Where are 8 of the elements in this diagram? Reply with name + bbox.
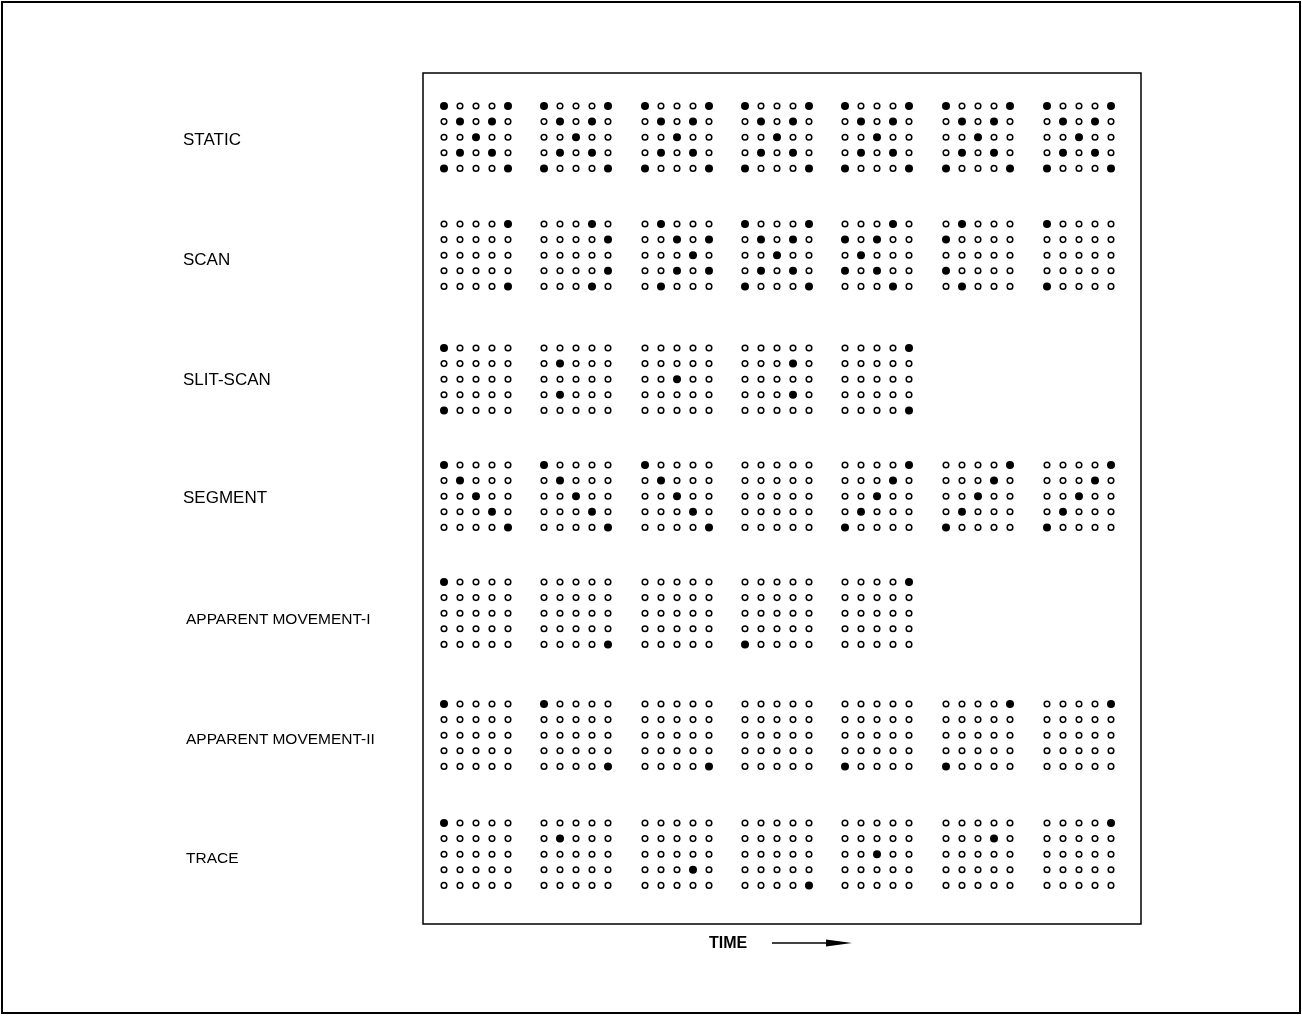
row-label: SLIT-SCAN bbox=[183, 370, 271, 390]
row-label: STATIC bbox=[183, 130, 241, 150]
row-label: APPARENT MOVEMENT-II bbox=[186, 729, 375, 749]
row-label: SCAN bbox=[183, 250, 231, 270]
axis-label: TIME bbox=[709, 933, 748, 953]
row-label: TRACE bbox=[186, 848, 239, 868]
row-label: APPARENT MOVEMENT-I bbox=[186, 609, 371, 629]
row-label: SEGMENT bbox=[183, 488, 268, 508]
